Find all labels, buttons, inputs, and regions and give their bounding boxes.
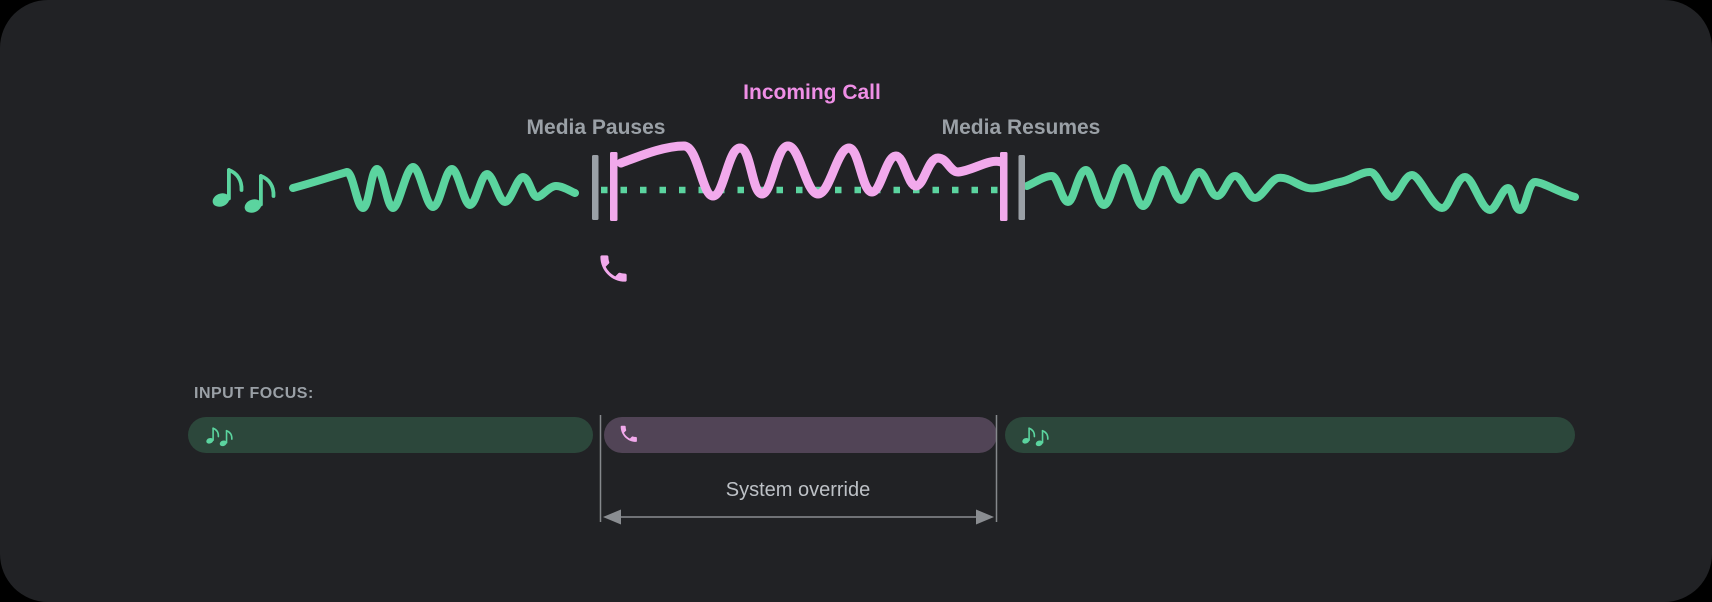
incoming-call-label: Incoming Call: [743, 81, 881, 104]
input-focus-segment-media-after: [1005, 417, 1575, 453]
media-resumes-label: Media Resumes: [941, 116, 1101, 139]
input-focus-segment-media-before: [188, 417, 593, 453]
input-focus-label: INPUT FOCUS:: [194, 385, 314, 402]
input-focus-segment-call: [604, 417, 997, 453]
system-override-label: System override: [725, 479, 871, 501]
media-pauses-label: Media Pauses: [526, 116, 666, 139]
